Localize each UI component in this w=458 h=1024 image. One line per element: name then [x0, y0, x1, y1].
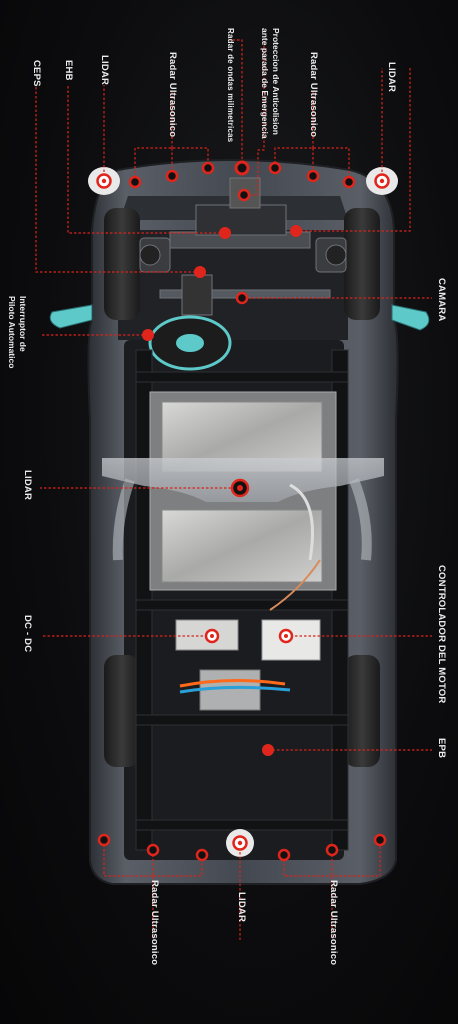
marker-interruptor: [142, 329, 154, 341]
marker-dc-dc: [204, 628, 220, 644]
leader-ceps: [35, 85, 200, 273]
marker-lidar-front-right: [374, 173, 390, 189]
marker-radar-rl-2: [146, 843, 160, 857]
label-interruptor-line1: Interruptor de: [18, 296, 28, 352]
marker-lidar-center: [230, 478, 250, 498]
leader-lines: [35, 39, 432, 940]
sensor-markers: [96, 160, 390, 862]
label-camara: CAMARA: [436, 278, 447, 322]
wheels: [104, 208, 380, 767]
label-interruptor-line2: Piloto Automatico: [7, 296, 17, 369]
label-proteccion-line1: Proteccion de Anticolision: [271, 28, 281, 135]
label-epb: EPB: [436, 738, 447, 759]
label-lidar-front-right: LIDAR: [386, 62, 397, 93]
label-interruptor: Interruptor de Piloto Automatico: [6, 296, 28, 368]
label-dc-dc: DC - DC: [22, 615, 33, 653]
marker-radar-rl-1: [97, 833, 111, 847]
marker-camara: [235, 291, 249, 305]
marker-radar-rr-2: [325, 843, 339, 857]
marker-radar-fr-2: [306, 169, 320, 183]
label-ceps: CEPS: [31, 60, 42, 87]
label-ehb: EHB: [63, 60, 74, 81]
label-lidar-rear: LIDAR: [236, 892, 247, 923]
side-mirrors: [49, 304, 430, 331]
marker-radar-fl-1: [128, 175, 142, 189]
marker-ehb: [219, 227, 231, 239]
marker-proteccion: [237, 188, 251, 202]
label-lidar-front-left: LIDAR: [99, 55, 110, 86]
label-controlador-motor: CONTROLADOR DEL MOTOR: [436, 565, 447, 704]
marker-radar-rr-1: [277, 848, 291, 862]
label-radar-ultrasonico-rear-left: Radar Ultrasonico: [149, 880, 160, 966]
label-radar-ondas: Radar de ondas milimetricas: [226, 28, 235, 143]
label-lidar-center: LIDAR: [22, 470, 33, 501]
marker-epb: [262, 744, 274, 756]
marker-lidar-rear: [232, 835, 248, 851]
marker-controlador: [278, 628, 294, 644]
marker-radar-fl-3: [201, 161, 215, 175]
steering-wheel: [148, 315, 232, 371]
marker-radar-ondas: [234, 160, 250, 176]
label-radar-ultrasonico-front-right: Radar Ultrasonico: [308, 52, 319, 138]
label-radar-ultrasonico-front-left: Radar Ultrasonico: [167, 52, 178, 138]
marker-radar-rl-3: [195, 848, 209, 862]
marker-lidar-front-left: [96, 173, 112, 189]
leader-proteccion: [244, 40, 265, 196]
leader-radar-front-left: [134, 147, 209, 182]
label-radar-ultrasonico-rear-right: Radar Ultrasonico: [328, 880, 339, 966]
leader-radar-rear-left: [103, 840, 203, 877]
label-proteccion-line2: ante parada de Emergencia: [260, 28, 270, 139]
marker-lidar-fr-link: [290, 225, 302, 237]
leader-radar-front-right: [274, 147, 350, 182]
label-proteccion: Proteccion de Anticolision ante parada d…: [259, 28, 281, 139]
leader-lidar-front-right: [296, 68, 411, 232]
leader-radar-ondas: [230, 39, 243, 168]
marker-ceps: [194, 266, 206, 278]
marker-radar-rr-3: [373, 833, 387, 847]
marker-radar-fl-2: [165, 169, 179, 183]
marker-radar-fr-1: [268, 161, 282, 175]
marker-radar-fr-3: [342, 175, 356, 189]
